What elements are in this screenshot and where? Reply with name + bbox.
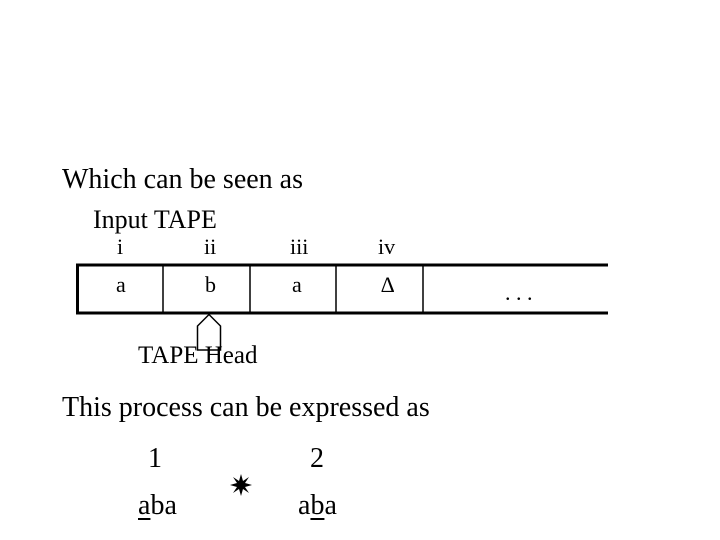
- tape-cell-4: ∆: [381, 272, 395, 297]
- cell-index-4: iv: [378, 234, 396, 259]
- step-2-string: aba: [298, 490, 337, 522]
- step-1-after: ba: [150, 490, 177, 521]
- tape-ellipsis: . . .: [505, 280, 533, 305]
- tape-head-marker-icon: [196, 313, 222, 351]
- tape-cell-3: a: [292, 272, 302, 297]
- intro-text: Which can be seen as: [62, 164, 303, 195]
- input-tape: [76, 263, 608, 315]
- step-2-before: a: [298, 490, 311, 521]
- step-1-number: 1: [148, 443, 162, 474]
- step-1-head-char: a: [138, 490, 151, 521]
- process-text: This process can be expressed as: [62, 392, 430, 423]
- cell-index-3: iii: [290, 234, 309, 259]
- tape-title: Input TAPE: [93, 205, 217, 234]
- cell-index-1: i: [117, 234, 124, 259]
- tape-cell-1: a: [116, 272, 126, 297]
- step-2-head-char: b: [310, 490, 325, 521]
- tape-cell-2: b: [205, 272, 216, 297]
- tape-head-label: TAPE Head: [138, 342, 258, 369]
- step-2-number: 2: [310, 443, 324, 474]
- tape-outline: [76, 263, 608, 315]
- burst-icon: [230, 474, 252, 496]
- step-1-string: aba: [138, 490, 177, 522]
- cell-index-2: ii: [204, 234, 217, 259]
- step-2-after: a: [324, 490, 337, 521]
